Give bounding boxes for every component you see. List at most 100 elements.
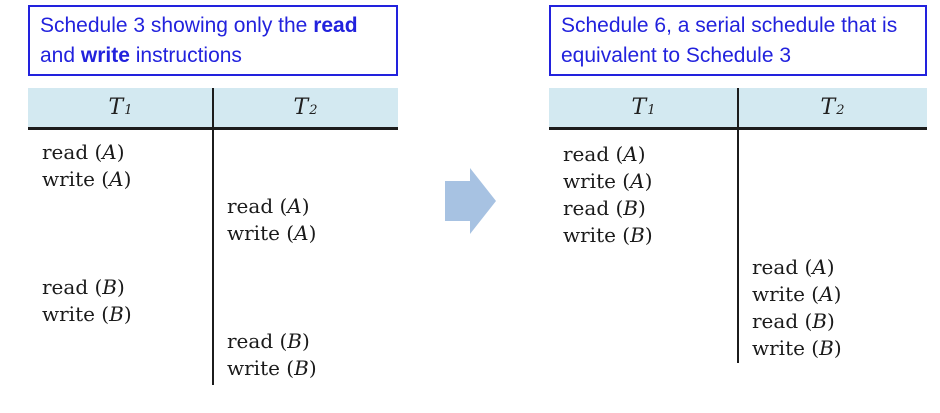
operation-text: read ( [227,194,288,218]
cell-t2 [213,139,398,166]
cell-t2: read (A) [738,254,927,281]
caption-text: Schedule 6, a serial schedule that is [561,14,898,37]
data-item: B [287,329,302,353]
operation-text: ) [302,329,310,353]
data-item: A [102,140,117,164]
operation-text: ) [116,140,125,164]
cell-t2: write (B) [213,355,398,382]
cell-t2: read (B) [738,308,927,335]
operation-text: read ( [752,255,813,279]
schedule-row: read (A) [549,254,927,281]
operation-text: write ( [227,356,295,380]
data-item: A [630,169,645,193]
caption-text: read [313,14,358,37]
cell-t1: write (A) [28,166,213,193]
cell-t1 [549,335,738,362]
caption-text: equivalent to Schedule 3 [561,44,792,67]
data-item: A [109,167,124,191]
operation-text: read ( [42,275,103,299]
data-item: A [294,221,309,245]
caption-text: and [40,44,81,67]
cell-t2 [738,195,927,222]
schedule-row: write (A) [28,166,398,193]
schedule-3-panel: Schedule 3 showing only the read and writ… [28,0,398,413]
operation-text: write ( [227,221,295,245]
cell-t1: write (A) [549,168,738,195]
operation-text: write ( [563,169,631,193]
cell-t1 [549,254,738,281]
operation-text: write ( [42,302,110,326]
operation-text: ) [644,223,653,247]
data-item: B [623,196,638,220]
operation-text: write ( [752,282,820,306]
schedule-row: read (A) [28,139,398,166]
cell-t1: write (B) [549,222,738,249]
operation-text: ) [308,356,317,380]
operation-text: ) [308,221,317,245]
schedule-row: read (B) [549,308,927,335]
operation-text: write ( [42,167,110,191]
cell-t2: read (B) [213,328,398,355]
data-item: B [819,336,834,360]
cell-t2 [213,301,398,328]
schedule-row: write (A) [549,168,927,195]
schedule-row: write (B) [28,301,398,328]
schedule-row: write (A) [549,281,927,308]
cell-t1: read (A) [549,141,738,168]
data-item: A [819,282,834,306]
right-block-arrow-shape [445,168,496,234]
cell-t2 [738,141,927,168]
operation-text: ) [637,142,646,166]
cell-t2 [213,274,398,301]
operation-text: ) [301,194,310,218]
cell-t2: write (A) [213,220,398,247]
cell-t1 [28,247,213,274]
cell-t2 [738,222,927,249]
operation-text: read ( [227,329,288,353]
operation-text: read ( [563,196,624,220]
transaction-name: T [108,95,124,120]
schedule-row: read (A) [28,193,398,220]
spacer-row [28,247,398,274]
operation-text: ) [826,255,835,279]
cell-t1 [549,308,738,335]
cell-t1: write (B) [28,301,213,328]
cell-t1: read (A) [28,139,213,166]
transaction-name: T [293,95,309,120]
schedule-row: read (B) [549,195,927,222]
operation-text: ) [123,167,132,191]
operation-text: ) [833,282,842,306]
operation-text: ) [833,336,842,360]
operation-text: ) [644,169,653,193]
schedule-3-body: read (A)write (A)read (A)write (A)read (… [28,139,398,382]
data-item: B [630,223,645,247]
operation-text: read ( [563,142,624,166]
schedule-row: write (B) [28,355,398,382]
cell-t1 [28,328,213,355]
cell-t2 [213,247,398,274]
operation-text: ) [123,302,132,326]
data-item: B [109,302,124,326]
cell-t1 [28,355,213,382]
data-item: B [102,275,117,299]
cell-t2: read (A) [213,193,398,220]
column-divider [737,88,739,363]
schedule-row: write (B) [549,335,927,362]
data-item: A [287,194,302,218]
schedule-6-panel: Schedule 6, a serial schedule that is equ… [549,0,927,413]
schedule-6-caption: Schedule 6, a serial schedule that is equ… [549,5,927,76]
schedule-6-body: read (A)write (A)read (B)write (B)read (… [549,141,927,362]
schedule-row: read (A) [549,141,927,168]
operation-text: write ( [563,223,631,247]
cell-t2: write (B) [738,335,927,362]
caption-text: Schedule 3 showing only the [40,14,314,37]
data-item: B [294,356,309,380]
cell-t1: read (B) [28,274,213,301]
cell-t1: read (B) [549,195,738,222]
caption-text: instructions [129,44,242,67]
